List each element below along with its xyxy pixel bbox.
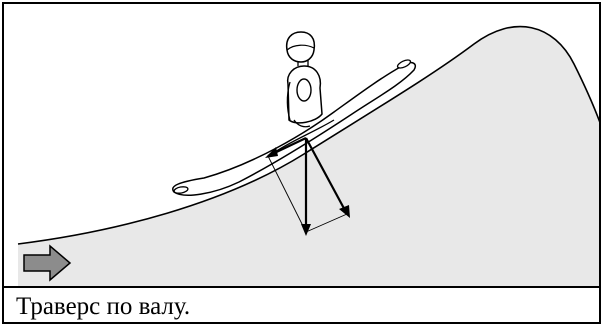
diagram-area bbox=[4, 4, 599, 286]
figure-frame: Траверс по валу. bbox=[2, 2, 601, 324]
life-vest bbox=[297, 79, 311, 101]
caption-divider bbox=[4, 286, 599, 288]
figure-caption: Траверс по валу. bbox=[16, 292, 190, 322]
wave-diagram bbox=[4, 4, 599, 286]
